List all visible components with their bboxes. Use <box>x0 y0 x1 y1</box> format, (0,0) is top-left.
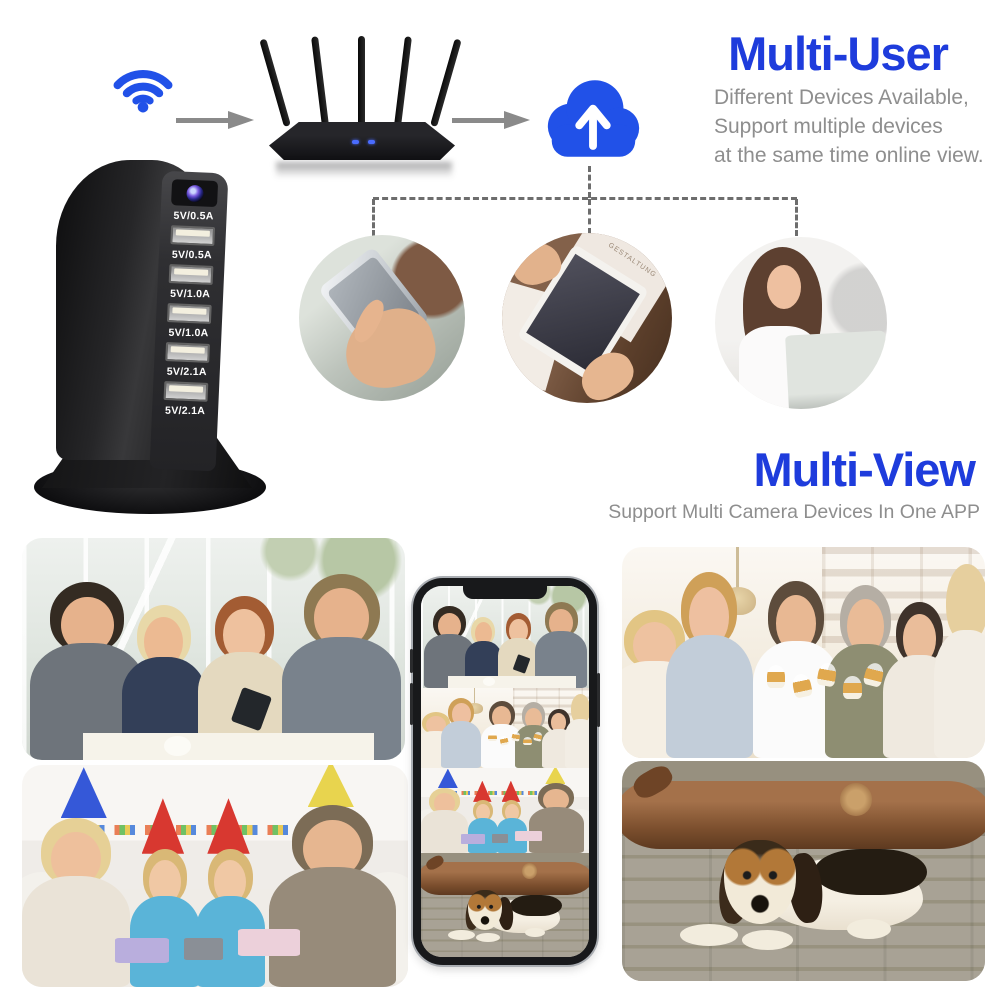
port-label: 5V/1.0A <box>168 326 209 340</box>
multi-view-title: Multi-View <box>753 443 976 496</box>
camera-feed-1 <box>421 586 589 689</box>
port-label: 5V/0.5A <box>173 209 214 223</box>
usb-port <box>168 264 214 285</box>
multi-user-line: at the same time online view. <box>714 143 984 167</box>
cloud-upload-icon <box>547 80 640 157</box>
photo-friends-toast <box>622 547 985 758</box>
dash-cloud-stem <box>588 166 591 198</box>
usb-charger-camera: 5V/0.5A 5V/0.5A 5V/1.0A 5V/1.0A 5V/2.1A … <box>34 148 280 520</box>
multi-user-title: Multi-User <box>728 27 949 80</box>
port-label: 5V/2.1A <box>164 404 206 418</box>
arrow-router-to-cloud-icon <box>452 111 530 129</box>
dash-drop-right <box>795 199 798 236</box>
port-label: 5V/2.1A <box>166 365 207 379</box>
multi-view-subtitle: Support Multi Camera Devices In One APP <box>608 501 980 523</box>
camera-feed-2 <box>421 688 589 768</box>
wifi-icon <box>113 70 173 113</box>
camera-feed-4 <box>421 853 589 957</box>
usb-port <box>170 225 216 247</box>
photo-family-group <box>22 538 405 760</box>
usb-port <box>163 380 209 402</box>
camera-lens-strip <box>171 179 219 208</box>
viewer-laptop-photo <box>715 237 887 409</box>
dash-drop-left <box>372 199 375 236</box>
port-label: 5V/1.0A <box>170 287 211 301</box>
photo-birthday-party <box>22 765 408 987</box>
usb-port <box>165 342 211 363</box>
camera-feed-3 <box>421 767 589 854</box>
viewer-smartphone-photo <box>299 235 465 401</box>
dash-horizontal <box>373 197 797 200</box>
multi-user-subtitle: Different Devices Available, Support mul… <box>714 84 994 170</box>
phone-screen <box>421 586 589 957</box>
port-label: 5V/0.5A <box>171 248 212 262</box>
hidden-camera-lens-icon <box>185 184 204 202</box>
multi-user-line: Different Devices Available, <box>714 86 969 109</box>
router-image <box>259 36 462 178</box>
viewer-tablet-photo: GESTALTUNG <box>502 233 672 403</box>
smartphone-multiview <box>410 578 600 965</box>
dash-drop-middle <box>588 199 591 234</box>
arrow-wifi-to-router-icon <box>176 111 254 129</box>
multi-user-line: Support multiple devices <box>714 114 943 138</box>
photo-basset-puppy <box>622 761 985 981</box>
charger-front-panel: 5V/0.5A 5V/0.5A 5V/1.0A 5V/1.0A 5V/2.1A … <box>149 170 229 472</box>
usb-port <box>166 303 212 324</box>
phone-notch <box>463 584 547 599</box>
